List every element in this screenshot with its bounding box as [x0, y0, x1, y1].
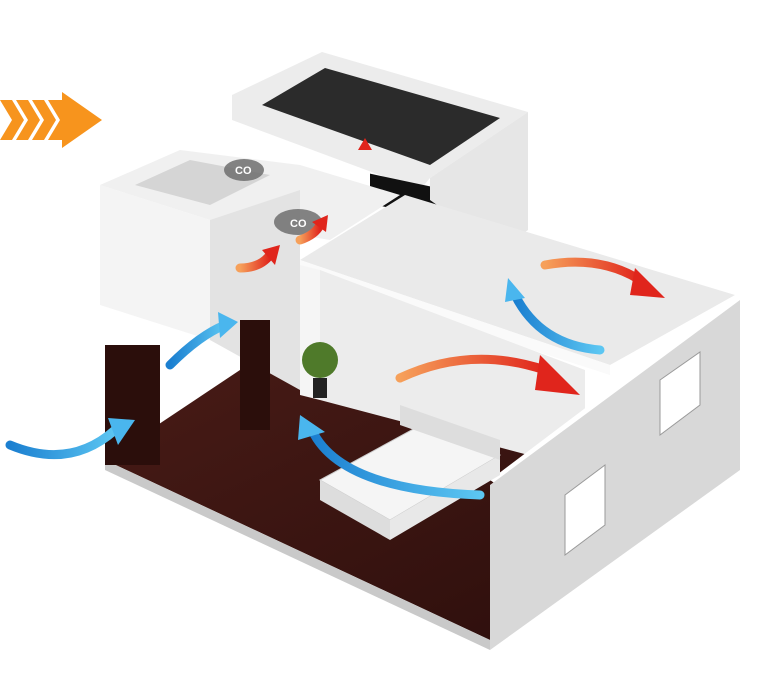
intake-chevron-arrow-icon [0, 92, 102, 148]
co-cloud-icon: CO [224, 159, 264, 181]
kitchen-floor [262, 68, 500, 165]
plant [302, 342, 338, 398]
partition-wall [300, 260, 610, 375]
corridor-wall [210, 190, 300, 390]
co-cloud-icon: CO [274, 209, 322, 235]
corridor-door [240, 320, 270, 430]
co-label-center: CO [290, 218, 307, 230]
window [564, 351, 701, 556]
exhaust-air-arrowhead-icon [262, 138, 665, 395]
study-back-wall [300, 195, 735, 365]
base-slab [105, 460, 490, 650]
front-door [105, 345, 160, 465]
left-front-wall [100, 185, 210, 340]
co-label-left: CO [235, 165, 252, 177]
fresh-air-arrowhead-icon [108, 278, 525, 445]
bedroom-back-wall [320, 270, 585, 470]
bed [318, 405, 502, 540]
